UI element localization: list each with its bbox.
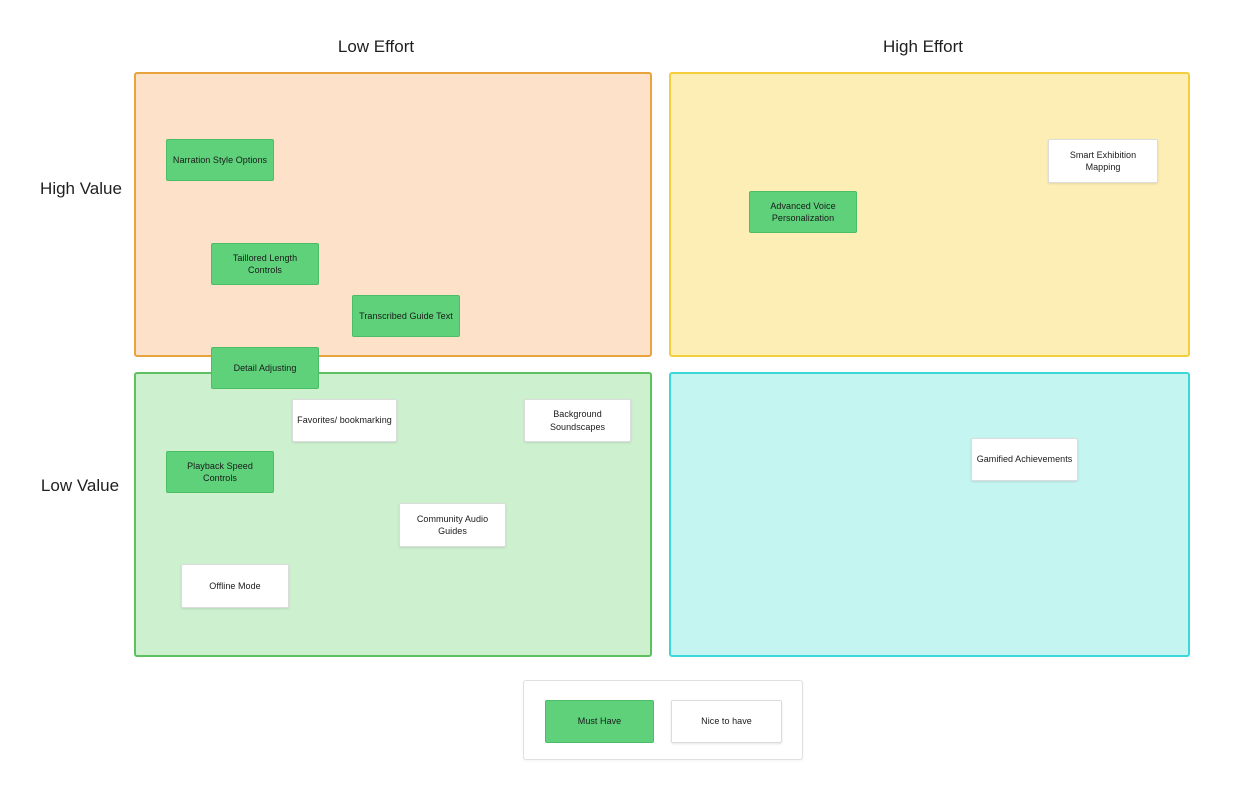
card-transcribed-guide-text[interactable]: Transcribed Guide Text [352,295,460,337]
quadrant-high-value-high-effort [669,72,1190,357]
column-header-high-effort: High Effort [882,37,964,56]
quadrant-low-value-high-effort [669,372,1190,657]
column-header-low-effort: Low Effort [337,37,415,56]
card-narration-style-options[interactable]: Narration Style Options [166,139,274,181]
row-header-high-value: High Value [40,179,122,198]
card-detail-adjusting[interactable]: Detail Adjusting [211,347,319,389]
card-gamified-achievements[interactable]: Gamified Achievements [971,438,1078,481]
row-header-low-value: Low Value [40,476,120,495]
legend-must-have[interactable]: Must Have [545,700,654,743]
card-playback-speed-controls[interactable]: Playback Speed Controls [166,451,274,493]
card-favorites-bookmarking[interactable]: Favorites/ bookmarking [292,399,397,442]
legend-nice-to-have[interactable]: Nice to have [671,700,782,743]
card-taillored-length-controls[interactable]: Taillored Length Controls [211,243,319,285]
legend-panel: Must Have Nice to have [523,680,803,760]
card-offline-mode[interactable]: Offline Mode [181,564,289,608]
card-background-soundscapes[interactable]: Background Soundscapes [524,399,631,442]
card-advanced-voice-personalization[interactable]: Advanced Voice Personalization [749,191,857,233]
card-community-audio-guides[interactable]: Community Audio Guides [399,503,506,547]
card-smart-exhibition-mapping[interactable]: Smart Exhibition Mapping [1048,139,1158,183]
